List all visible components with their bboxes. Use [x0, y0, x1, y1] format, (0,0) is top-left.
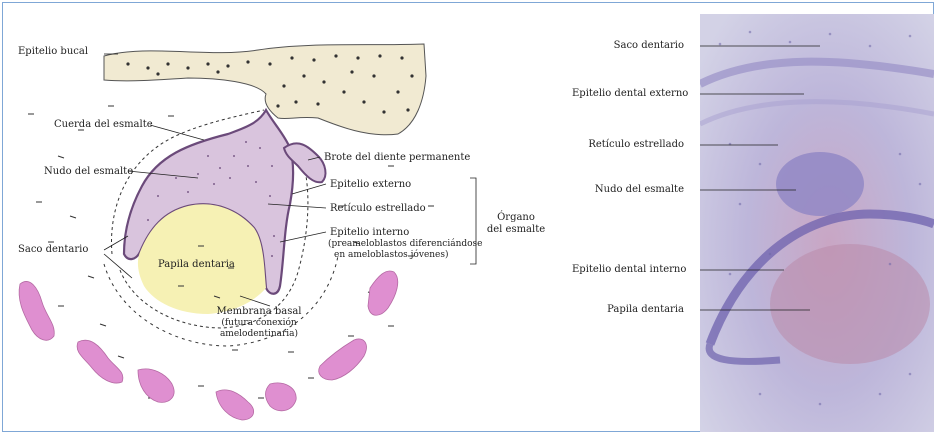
label-reticulo-estrellado: Retículo estrellado — [330, 203, 426, 214]
label-epitelio-interno-note-2: en ameloblastos jóvenes) — [334, 250, 449, 261]
label-nudo-esmalte: Nudo del esmalte — [44, 166, 133, 177]
label-papila-dentaria: Papila dentaria — [158, 259, 235, 270]
diagram-drawing — [8, 6, 548, 430]
label-organo-esmalte-2: del esmalte — [484, 224, 548, 235]
histo-label-reticulo-estrellado: Retículo estrellado — [572, 139, 684, 150]
histo-label-nudo-esmalte: Nudo del esmalte — [572, 184, 684, 195]
label-epitelio-externo: Epitelio externo — [330, 179, 411, 190]
histo-label-epitelio-externo: Epitelio dental externo — [572, 88, 684, 99]
histology-drawing — [700, 14, 934, 432]
histology-photomicrograph — [700, 14, 934, 432]
label-epitelio-interno: Epitelio interno — [330, 227, 409, 238]
label-organo-esmalte-1: Órgano — [484, 212, 548, 223]
label-epitelio-interno-note-1: (preameloblastos diferenciándose — [328, 239, 483, 250]
histo-label-epitelio-interno: Epitelio dental interno — [572, 264, 684, 275]
dental-papilla-region — [770, 244, 930, 364]
enamel-knot-region — [776, 152, 864, 216]
label-epitelio-bucal: Epitelio bucal — [18, 46, 88, 57]
label-cuerda-esmalte: Cuerda del esmalte — [54, 119, 153, 130]
tooth-germ-diagram: Epitelio bucal Cuerda del esmalte Nudo d… — [8, 6, 548, 430]
label-membrana-note-1: (futura conexión — [204, 318, 314, 329]
label-saco-dentario: Saco dentario — [18, 244, 88, 255]
label-membrana-note-2: amelodentinaria) — [204, 329, 314, 340]
label-brote-permanente: Brote del diente permanente — [324, 152, 470, 163]
histo-label-saco-dentario: Saco dentario — [572, 40, 684, 51]
histo-label-papila-dentaria: Papila dentaria — [572, 304, 684, 315]
label-membrana-basal: Membrana basal — [204, 306, 314, 317]
